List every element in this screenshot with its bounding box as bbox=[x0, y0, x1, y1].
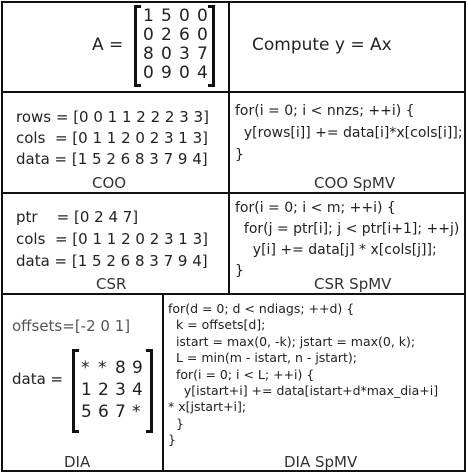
csr-spmv-caption: CSR SpMV bbox=[314, 275, 392, 293]
matrix-a-cell: 0 bbox=[143, 63, 154, 83]
dia-spmv-line: * x[jstart+i]; bbox=[168, 399, 247, 415]
csr-cols: cols = [0 1 1 2 0 2 3 1 3] bbox=[16, 230, 209, 248]
dia-matrix-cell: 3 bbox=[115, 380, 126, 400]
dia-matrix-cell: * bbox=[98, 358, 107, 378]
divider-vertical-bottom bbox=[162, 293, 164, 472]
matrix-a-cell: 4 bbox=[197, 63, 208, 83]
csr-spmv-line-2: for(j = ptr[i]; j < ptr[i+1]; ++j) bbox=[235, 221, 460, 237]
dia-matrix-cell: * bbox=[132, 402, 141, 422]
matrix-a-cell: 7 bbox=[197, 44, 208, 64]
matrix-a-cell: 5 bbox=[161, 6, 172, 26]
matrix-a-cell: 2 bbox=[161, 25, 172, 45]
matrix-a-cell: 0 bbox=[197, 6, 208, 26]
dia-spmv-line: k = offsets[d]; bbox=[168, 317, 266, 333]
dia-data-label: data = bbox=[12, 370, 64, 388]
dia-spmv-line: L = min(m - istart, n - jstart); bbox=[168, 350, 358, 366]
dia-matrix-cell: * bbox=[81, 358, 90, 378]
divider-vertical-top bbox=[228, 1, 230, 293]
csr-caption: CSR bbox=[96, 275, 127, 293]
dia-matrix-left-bracket bbox=[72, 349, 79, 433]
dia-matrix-cell: 4 bbox=[132, 380, 143, 400]
matrix-a-cell: 0 bbox=[143, 25, 154, 45]
csr-spmv-line-4: } bbox=[235, 263, 244, 279]
matrix-a-cell: 6 bbox=[179, 25, 190, 45]
dia-matrix-cell: 9 bbox=[132, 358, 143, 378]
coo-cols: cols = [0 1 1 2 0 2 3 1 3] bbox=[16, 129, 209, 147]
dia-matrix-cell: 2 bbox=[98, 380, 109, 400]
csr-data: data = [1 5 2 6 8 3 7 9 4] bbox=[16, 252, 208, 270]
dia-spmv-line: y[istart+i] += data[istart+d*max_dia+i] bbox=[168, 383, 439, 398]
coo-caption: COO bbox=[92, 174, 127, 192]
dia-spmv-line: for(d = 0; d < ndiags; ++d) { bbox=[168, 301, 355, 316]
dia-offsets: offsets=[-2 0 1] bbox=[12, 317, 131, 335]
matrix-a-cell: 9 bbox=[161, 63, 172, 83]
dia-matrix-cell: 6 bbox=[98, 402, 109, 422]
dia-matrix-cell: 8 bbox=[115, 358, 126, 378]
divider-csr bbox=[1, 293, 466, 295]
dia-matrix-cell: 5 bbox=[81, 402, 92, 422]
dia-spmv-line: } bbox=[168, 415, 184, 431]
csr-spmv-line-3: y[i] += data[j] * x[cols[j]]; bbox=[235, 242, 437, 258]
matrix-a-cell: 0 bbox=[161, 44, 172, 64]
coo-spmv-caption: COO SpMV bbox=[314, 174, 396, 192]
coo-spmv-line-3: } bbox=[235, 147, 244, 163]
matrix-a-cell: 8 bbox=[143, 44, 154, 64]
divider-coo bbox=[1, 192, 466, 194]
dia-spmv-line: istart = max(0, -k); jstart = max(0, k); bbox=[168, 333, 416, 349]
matrix-a-right-bracket bbox=[208, 5, 215, 87]
dia-matrix-cell: 7 bbox=[115, 402, 126, 422]
dia-caption: DIA bbox=[64, 453, 91, 471]
matrix-a-cell: 0 bbox=[179, 6, 190, 26]
dia-spmv-caption: DIA SpMV bbox=[284, 453, 358, 471]
csr-spmv-line-1: for(i = 0; i < m; ++i) { bbox=[235, 200, 396, 216]
divider-header bbox=[1, 91, 466, 93]
matrix-a-left-bracket bbox=[134, 5, 141, 87]
matrix-a-cell: 0 bbox=[197, 25, 208, 45]
coo-spmv-line-2: y[rows[i]] += data[i]*x[cols[i]]; bbox=[235, 125, 463, 141]
matrix-a-cell: 0 bbox=[179, 63, 190, 83]
coo-rows: rows = [0 0 1 1 2 2 2 3 3] bbox=[16, 108, 209, 126]
dia-spmv-line: } bbox=[168, 432, 176, 448]
dia-spmv-line: for(i = 0; i < L; ++i) { bbox=[168, 366, 315, 382]
matrix-a-cell: 3 bbox=[179, 44, 190, 64]
dia-matrix-right-bracket bbox=[146, 349, 153, 433]
coo-spmv-line-1: for(i = 0; i < nnzs; ++i) { bbox=[235, 103, 415, 119]
a-label: A = bbox=[92, 35, 124, 55]
coo-data: data = [1 5 2 6 8 3 7 9 4] bbox=[16, 150, 208, 168]
dia-matrix-cell: 1 bbox=[81, 380, 92, 400]
csr-ptr: ptr = [0 2 4 7] bbox=[16, 208, 139, 226]
matrix-a-cell: 1 bbox=[143, 6, 154, 26]
compute-label: Compute y = Ax bbox=[252, 35, 392, 55]
